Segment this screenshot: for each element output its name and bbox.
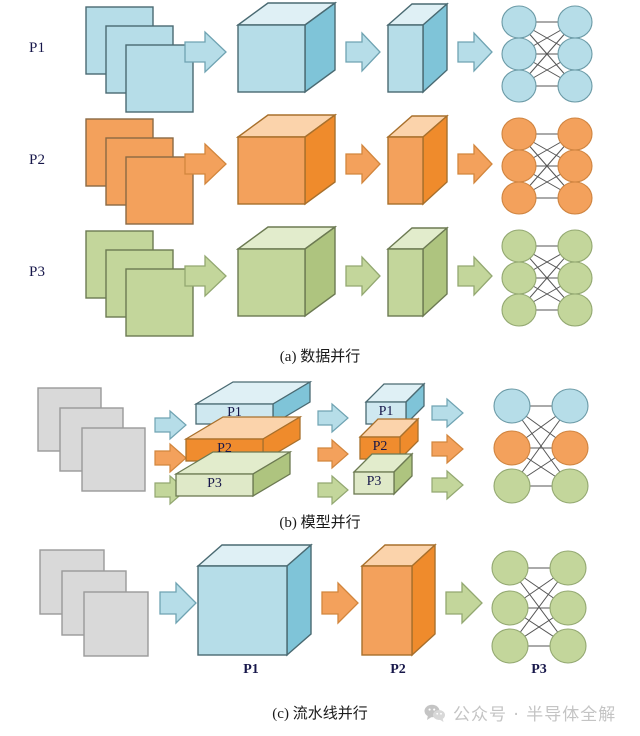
cube-orange bbox=[235, 113, 338, 206]
panel-a: P1 P2 P3 bbox=[0, 0, 640, 365]
caption-panel-b: (b) 模型并行 bbox=[279, 515, 361, 531]
slab-label-large-p3: P3 bbox=[207, 476, 222, 491]
data-sheets-orange bbox=[85, 118, 194, 225]
arrow-1-green bbox=[184, 254, 227, 298]
data-sheets-blue bbox=[85, 6, 194, 113]
slab-label-large-p1: P1 bbox=[227, 405, 242, 420]
slab-label-small-p3: P3 bbox=[366, 474, 382, 489]
cube-blue bbox=[235, 1, 338, 94]
slab-cube-green bbox=[386, 226, 449, 318]
arrow-b1-blue bbox=[154, 409, 187, 441]
arrow-b2-orange bbox=[317, 438, 349, 470]
slab-stack-large bbox=[173, 380, 313, 498]
arrow-b1-orange bbox=[154, 442, 187, 474]
neural-net-green bbox=[501, 229, 593, 327]
row-label-p1: P1 bbox=[29, 40, 46, 56]
slab-label-large-p2: P2 bbox=[217, 441, 232, 456]
neural-net-blue bbox=[501, 5, 593, 103]
cube-green bbox=[235, 225, 338, 318]
neural-net-c-green bbox=[491, 550, 587, 664]
cube-c-p2-orange bbox=[360, 543, 437, 657]
arrow-3-orange bbox=[457, 143, 493, 185]
panel-a-row-p1 bbox=[85, 1, 593, 113]
slab-p3-small bbox=[352, 452, 414, 496]
arrow-c1-blue bbox=[159, 581, 197, 625]
neural-net-orange bbox=[501, 117, 593, 215]
arrow-c3-green bbox=[445, 581, 483, 625]
row-label-p3: P3 bbox=[29, 264, 46, 280]
row-label-p2: P2 bbox=[29, 152, 46, 168]
slab-label-small-p2: P2 bbox=[372, 439, 388, 454]
arrow-b2-blue bbox=[317, 402, 349, 434]
watermark: 公众号 · 半导体全解 bbox=[424, 700, 616, 725]
slab-p3-large bbox=[173, 450, 293, 498]
arrow-b2-green bbox=[317, 474, 349, 506]
slab-cube-blue bbox=[386, 2, 449, 94]
panel-b: P1 P2 P3 P1 P2 P3 (b) 模型并行 bbox=[0, 378, 640, 531]
arrow-b1-green bbox=[154, 474, 187, 506]
arrow-b3-orange bbox=[431, 433, 464, 465]
arrow-3-blue bbox=[457, 31, 493, 73]
data-sheets-green bbox=[85, 230, 194, 337]
panel-c-graphic bbox=[39, 543, 587, 664]
slab-stack-small bbox=[352, 382, 426, 496]
arrow-2-green bbox=[345, 255, 381, 297]
panel-b-graphic bbox=[37, 380, 589, 506]
slab-cube-orange bbox=[386, 114, 449, 206]
stage-label-p3: P3 bbox=[531, 662, 547, 677]
input-sheets-gray bbox=[37, 387, 146, 492]
arrow-2-blue bbox=[345, 31, 381, 73]
arrow-2-orange bbox=[345, 143, 381, 185]
arrow-c2-orange bbox=[321, 581, 359, 625]
stage-label-p1: P1 bbox=[243, 662, 259, 677]
panel-c: P1 P2 P3 (c) 流水线并行 bbox=[0, 540, 640, 736]
arrow-1-blue bbox=[184, 30, 227, 74]
cube-c-p1-blue bbox=[196, 543, 313, 657]
watermark-text: 公众号 · 半导体全解 bbox=[453, 705, 617, 725]
slab-label-small-p1: P1 bbox=[378, 404, 394, 419]
panel-a-row-p3 bbox=[85, 225, 593, 337]
wechat-icon bbox=[424, 704, 445, 722]
arrow-1-orange bbox=[184, 142, 227, 186]
arrow-b3-blue bbox=[431, 397, 464, 429]
arrow-3-green bbox=[457, 255, 493, 297]
arrow-b3-green bbox=[431, 469, 464, 501]
input-sheets-gray-c bbox=[39, 549, 149, 657]
panel-a-row-p2 bbox=[85, 113, 593, 225]
slab-p2-small bbox=[358, 417, 420, 461]
caption-panel-c: (c) 流水线并行 bbox=[272, 706, 368, 722]
caption-panel-a: (a) 数据并行 bbox=[279, 349, 361, 365]
neural-net-mixed bbox=[493, 388, 589, 504]
stage-label-p2: P2 bbox=[390, 662, 406, 677]
